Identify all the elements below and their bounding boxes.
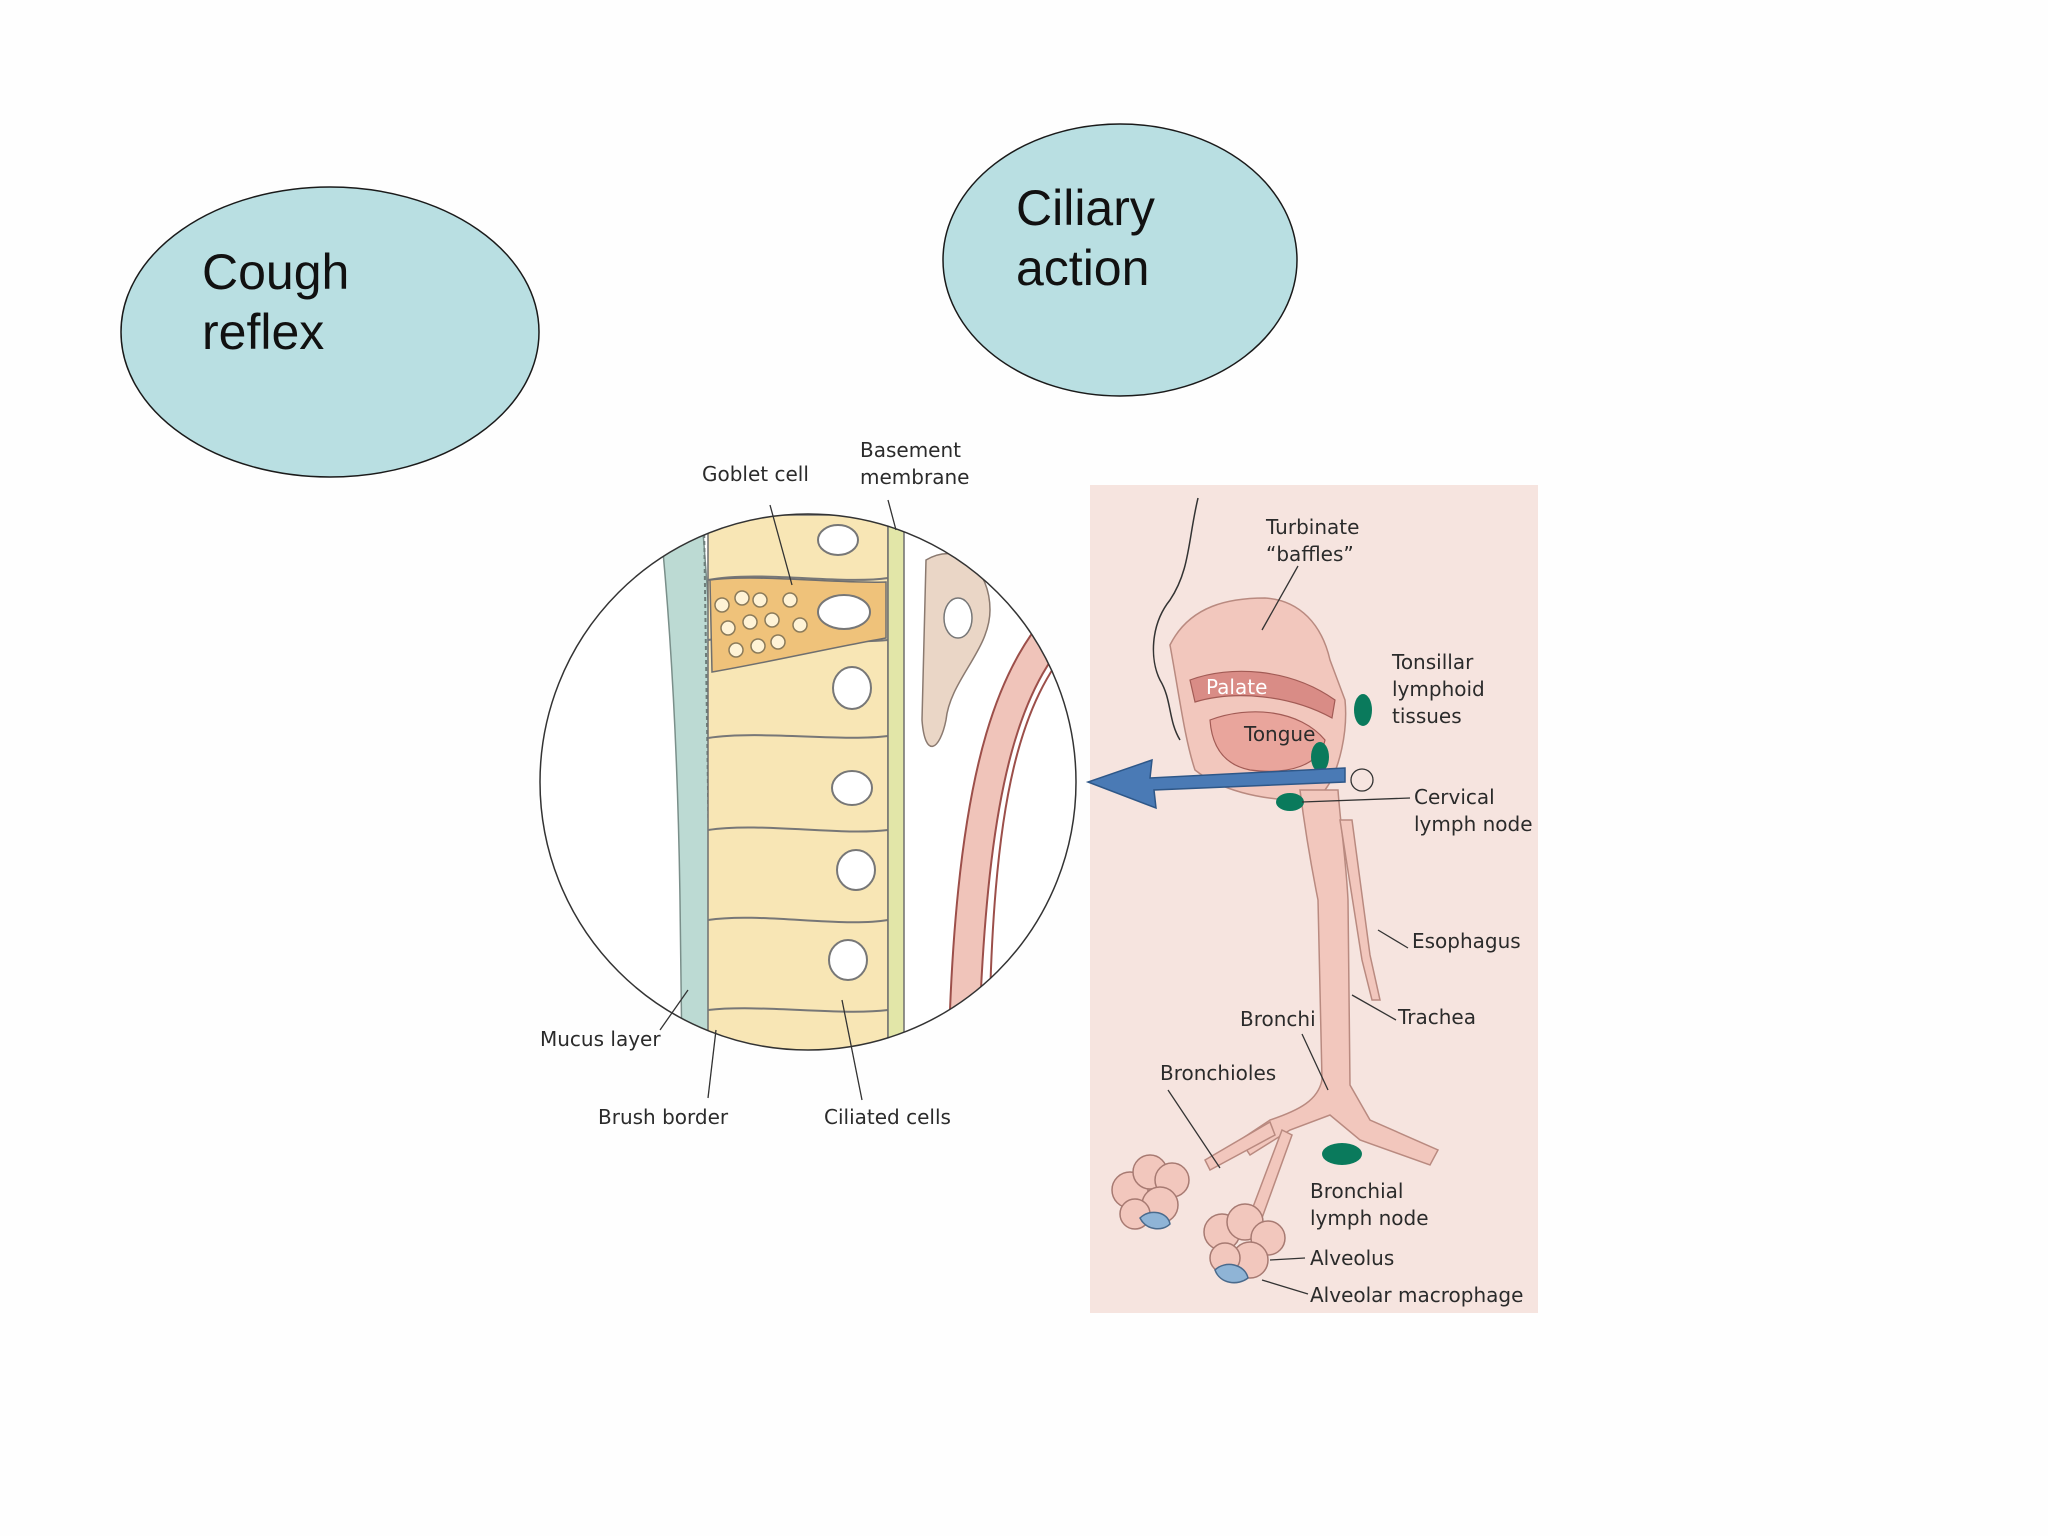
- label-ciliated-cells: Ciliated cells: [824, 1105, 951, 1129]
- label-cervical-1: Cervical: [1414, 785, 1495, 809]
- label-mucus-layer: Mucus layer: [540, 1027, 661, 1051]
- label-tonsillar-1: Tonsillar: [1391, 650, 1474, 674]
- ciliary-action-text: Ciliary action: [1016, 178, 1155, 298]
- magnification-arrow: [1085, 758, 1346, 810]
- ciliary-action-line1: Ciliary: [1016, 180, 1155, 236]
- ciliary-action-bubble: [942, 123, 1298, 397]
- label-basement-membrane-2: membrane: [860, 465, 969, 489]
- label-bronchi: Bronchi: [1240, 1007, 1316, 1031]
- label-tongue: Tongue: [1243, 722, 1315, 746]
- label-bronchioles: Bronchioles: [1160, 1061, 1276, 1085]
- label-alveolar-macrophage: Alveolar macrophage: [1310, 1283, 1523, 1307]
- label-brush-border: Brush border: [598, 1105, 729, 1129]
- label-cervical-2: lymph node: [1414, 812, 1533, 836]
- label-tonsillar-2: lymphoid: [1392, 677, 1485, 701]
- magnification-circle: [539, 513, 1077, 1051]
- ciliary-action-line2: action: [1016, 240, 1150, 296]
- label-palate: Palate: [1206, 675, 1267, 699]
- respiratory-tract: [1111, 497, 1440, 1284]
- label-bronchial-1: Bronchial: [1310, 1179, 1403, 1203]
- label-turbinate-2: “baffles”: [1266, 542, 1354, 566]
- epithelium-magnification: [540, 514, 1076, 1050]
- cough-reflex-line2: reflex: [202, 304, 325, 360]
- label-goblet-cell: Goblet cell: [702, 462, 809, 486]
- label-turbinate-1: Turbinate: [1265, 515, 1359, 539]
- cough-reflex-line1: Cough: [202, 244, 350, 300]
- cough-reflex-text: Cough reflex: [202, 242, 349, 362]
- label-basement-membrane-1: Basement: [860, 438, 961, 462]
- label-alveolus: Alveolus: [1310, 1246, 1394, 1270]
- label-bronchial-2: lymph node: [1310, 1206, 1429, 1230]
- label-esophagus: Esophagus: [1412, 929, 1521, 953]
- label-tonsillar-3: tissues: [1392, 704, 1462, 728]
- label-trachea: Trachea: [1397, 1005, 1476, 1029]
- cough-reflex-bubble: [120, 186, 540, 478]
